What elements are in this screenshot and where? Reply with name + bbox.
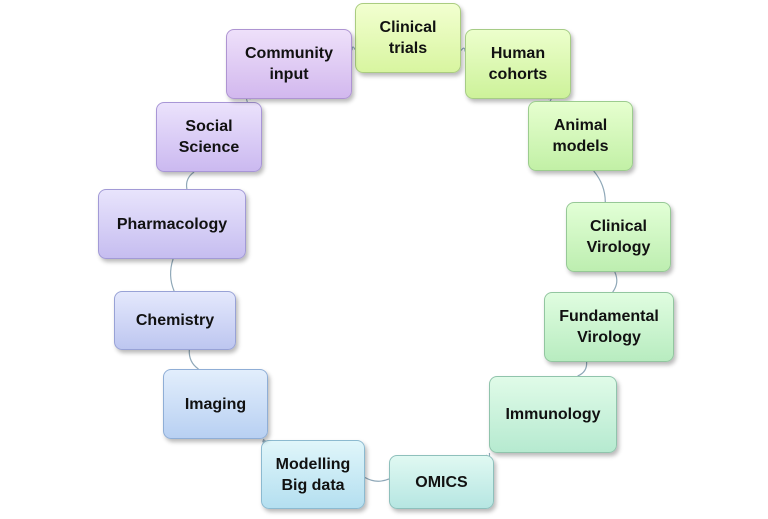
node-social-science: Social Science (156, 102, 262, 172)
connector-line (593, 170, 606, 203)
connector-line (185, 171, 195, 190)
node-human-cohorts: Human cohorts (465, 29, 571, 99)
connector-line (188, 349, 199, 370)
node-imaging: Imaging (163, 369, 268, 439)
connector-line (612, 271, 618, 293)
node-community-input: Community input (226, 29, 352, 99)
connector-line (170, 258, 175, 292)
node-animal-models: Animal models (528, 101, 633, 171)
node-modelling-big-data: Modelling Big data (261, 440, 365, 509)
node-clinical-trials: Clinical trials (355, 3, 461, 73)
node-fundamental-virology: Fundamental Virology (544, 292, 674, 362)
node-chemistry: Chemistry (114, 291, 236, 350)
connector-line (577, 361, 588, 377)
node-clinical-virology: Clinical Virology (566, 202, 671, 272)
node-immunology: Immunology (489, 376, 617, 453)
connector-line (364, 476, 390, 482)
node-pharmacology: Pharmacology (98, 189, 246, 259)
node-omics: OMICS (389, 455, 494, 509)
